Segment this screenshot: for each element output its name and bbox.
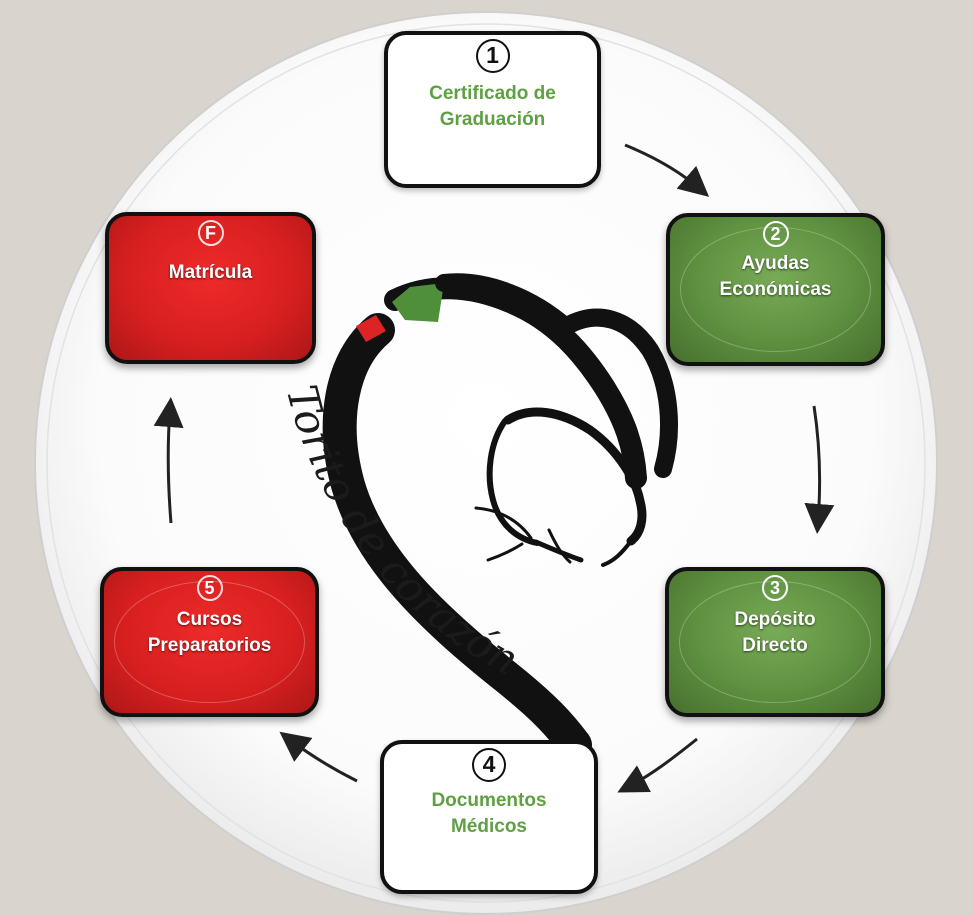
- step-2-number-badge: 2: [762, 221, 789, 247]
- step-3-card: 3 Depósito Directo: [665, 567, 885, 717]
- step-f-number-badge: F: [197, 220, 224, 246]
- step-4-title-line-2: Médicos: [450, 815, 527, 837]
- step-4-number-badge: 4: [472, 748, 506, 782]
- step-1-title: Certificado de Graduación: [429, 81, 556, 132]
- step-1-number-badge: 1: [475, 39, 510, 73]
- step-4-title: Documentos Médicos: [431, 788, 546, 839]
- step-3-title-line-2: Directo: [742, 634, 808, 656]
- step-2-card: 2 Ayudas Económicas: [666, 213, 885, 366]
- step-5-title-line-2: Preparatorios: [147, 634, 272, 656]
- step-3-title: Depósito Directo: [734, 607, 815, 658]
- step-f-title-line-1: Matrícula: [168, 262, 253, 283]
- step-3-number-badge: 3: [762, 575, 788, 601]
- step-f-title: Matrícula: [169, 260, 252, 286]
- step-1-title-line-1: Certificado de: [429, 83, 556, 104]
- step-5-card: 5 Cursos Preparatorios: [100, 567, 319, 717]
- step-5-title: Cursos Preparatorios: [148, 607, 272, 658]
- step-5-number-badge: 5: [196, 575, 223, 601]
- step-4-card: 4 Documentos Médicos: [380, 740, 598, 894]
- step-4-title-line-1: Documentos: [431, 790, 547, 811]
- inner-circle-ring: [46, 23, 926, 903]
- step-5-title-line-1: Cursos: [176, 609, 243, 630]
- step-2-title: Ayudas Económicas: [720, 251, 832, 302]
- step-1-card: 1 Certificado de Graduación: [384, 31, 601, 188]
- bull-heart-logo-icon: [322, 273, 678, 762]
- step-f-card: F Matrícula: [105, 212, 316, 364]
- step-2-title-line-2: Económicas: [719, 278, 832, 300]
- step-2-title-line-1: Ayudas: [741, 253, 810, 274]
- step-1-title-line-2: Graduación: [439, 108, 546, 130]
- step-3-title-line-1: Depósito: [734, 609, 816, 630]
